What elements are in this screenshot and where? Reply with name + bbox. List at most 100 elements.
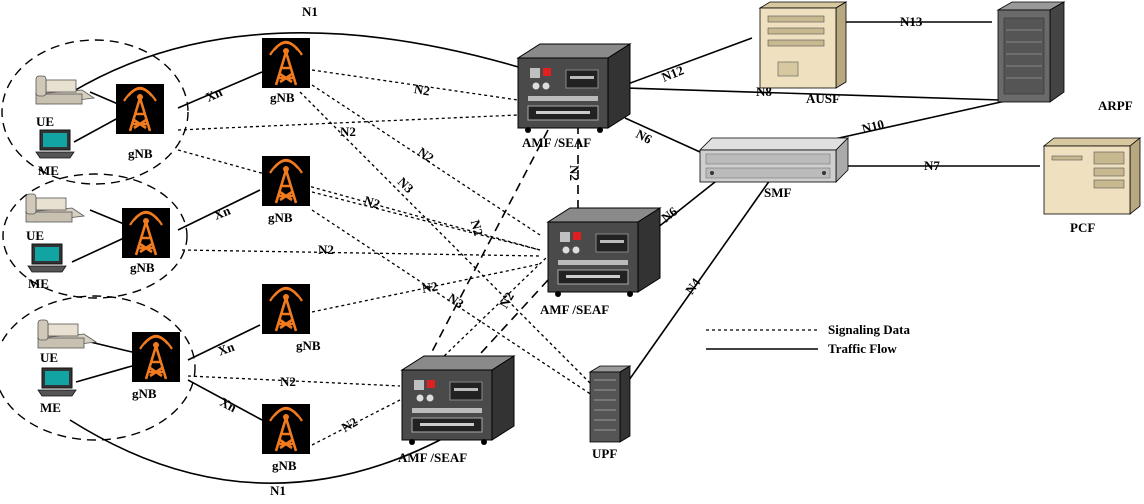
n3-link-a <box>299 91 593 386</box>
me-link-3 <box>75 365 133 383</box>
n6-link-b <box>651 177 721 233</box>
n6-label: N6 <box>658 203 680 225</box>
ausf-server-icon <box>758 1 848 89</box>
gnb-tower-icon <box>260 154 312 208</box>
me-laptop-icon <box>35 129 75 159</box>
xn-link-2 <box>177 189 261 231</box>
links-layer <box>69 21 1040 484</box>
xn-label: Xn <box>211 202 233 222</box>
ue-label: UE <box>40 350 58 365</box>
legend: Signaling Data Traffic Flow <box>706 322 910 356</box>
n2-link-f <box>181 249 541 257</box>
gnb-label: gNB <box>132 386 157 401</box>
n7-label: N7 <box>924 158 940 173</box>
n12-link <box>624 37 753 86</box>
n8-link <box>624 87 1001 101</box>
n4-link <box>621 179 771 391</box>
me-laptop-icon <box>27 243 67 273</box>
gnb-label: gNB <box>272 458 297 473</box>
amf-seaf-label: AMF /SEAF <box>398 450 467 465</box>
n3-link-b <box>311 209 593 396</box>
upf-label: UPF <box>592 446 617 461</box>
me-label: ME <box>40 400 61 415</box>
gnb-label: gNB <box>128 146 153 161</box>
gnb-label: gNB <box>296 338 321 353</box>
gnb-tower-icon <box>130 330 182 384</box>
arpf-server-icon <box>996 1 1066 103</box>
me-link-2 <box>71 237 125 263</box>
n8-label: N8 <box>756 84 772 99</box>
n2-label: N2 <box>496 289 517 310</box>
me-link-1 <box>73 117 119 143</box>
gnb-tower-icon <box>260 402 312 456</box>
ue-phone-icon <box>37 319 97 349</box>
n2-link-e <box>311 191 541 251</box>
me-label: ME <box>38 163 59 178</box>
cell-ellipse-3 <box>0 295 196 441</box>
amf-server-icon <box>547 207 661 298</box>
n2-link-j <box>439 255 549 361</box>
smf-label: SMF <box>764 185 792 200</box>
gnb-tower-icon <box>114 82 166 136</box>
gnb-tower-icon <box>120 206 172 260</box>
n2-label: N2 <box>362 193 382 212</box>
n2-link-b <box>177 114 519 131</box>
cell-ellipse-1 <box>1 39 189 185</box>
upf-server-icon <box>588 365 632 443</box>
xn-link-3 <box>187 324 261 361</box>
me-laptop-icon <box>37 367 77 397</box>
n2-label: N2 <box>280 374 296 389</box>
n2-label: N2 <box>468 218 487 237</box>
n2-link-i <box>311 399 401 446</box>
cell-ellipses <box>0 39 196 441</box>
xn-link-1 <box>177 71 263 109</box>
pcf-server-icon <box>1042 137 1142 215</box>
xn-label: Xn <box>217 394 239 415</box>
n2-link-d <box>177 149 541 251</box>
n12-label: N12 <box>659 62 685 84</box>
xn-label: Xn <box>203 84 225 105</box>
n1-label: N1 <box>270 483 286 498</box>
n2-label: N2 <box>567 165 582 181</box>
arpf-label: ARPF <box>1098 98 1133 113</box>
n2-label: N2 <box>421 278 439 296</box>
n2-label: N2 <box>413 81 431 99</box>
xn-label: Xn <box>216 339 237 359</box>
ue-phone-icon <box>25 193 85 223</box>
n3-label: N3 <box>395 174 417 196</box>
ue-link-2 <box>89 209 125 225</box>
amf-seaf-label: AMF /SEAF <box>540 302 609 317</box>
n2-link-h <box>187 375 401 387</box>
pcf-label: PCF <box>1070 220 1095 235</box>
gnb-tower-icon <box>260 36 312 90</box>
ue-phone-icon <box>35 75 95 105</box>
n2-label: N2 <box>415 144 437 165</box>
gnb-label: gNB <box>130 260 155 275</box>
me-label: ME <box>28 276 49 291</box>
n1-bottom-arc <box>69 419 456 484</box>
n2-label: N2 <box>318 242 334 257</box>
n2-link-g <box>311 263 541 313</box>
gnb-label: gNB <box>270 90 295 105</box>
legend-traffic-label: Traffic Flow <box>828 341 897 356</box>
n2-link-a <box>311 69 519 101</box>
n2-label: N2 <box>340 124 356 139</box>
amf-server-icon <box>401 355 515 446</box>
n6-label: N6 <box>633 126 655 147</box>
n1-label: N1 <box>302 4 318 19</box>
amf-seaf-label: AMF /SEAF <box>522 135 591 150</box>
n10-link <box>829 99 1011 141</box>
ue-label: UE <box>36 114 54 129</box>
n1-top-arc <box>71 32 561 93</box>
n3-label: N3 <box>445 290 467 312</box>
n13-label: N13 <box>900 14 923 29</box>
ue-label: UE <box>26 228 44 243</box>
gnb-tower-icon <box>260 282 312 336</box>
amf-dashed-3 <box>469 279 549 366</box>
smf-device-icon <box>699 137 849 183</box>
n2-label: N2 <box>339 414 360 435</box>
amf-server-icon <box>517 43 631 134</box>
n10-label: N10 <box>860 116 885 136</box>
cell-ellipse-2 <box>2 173 188 299</box>
